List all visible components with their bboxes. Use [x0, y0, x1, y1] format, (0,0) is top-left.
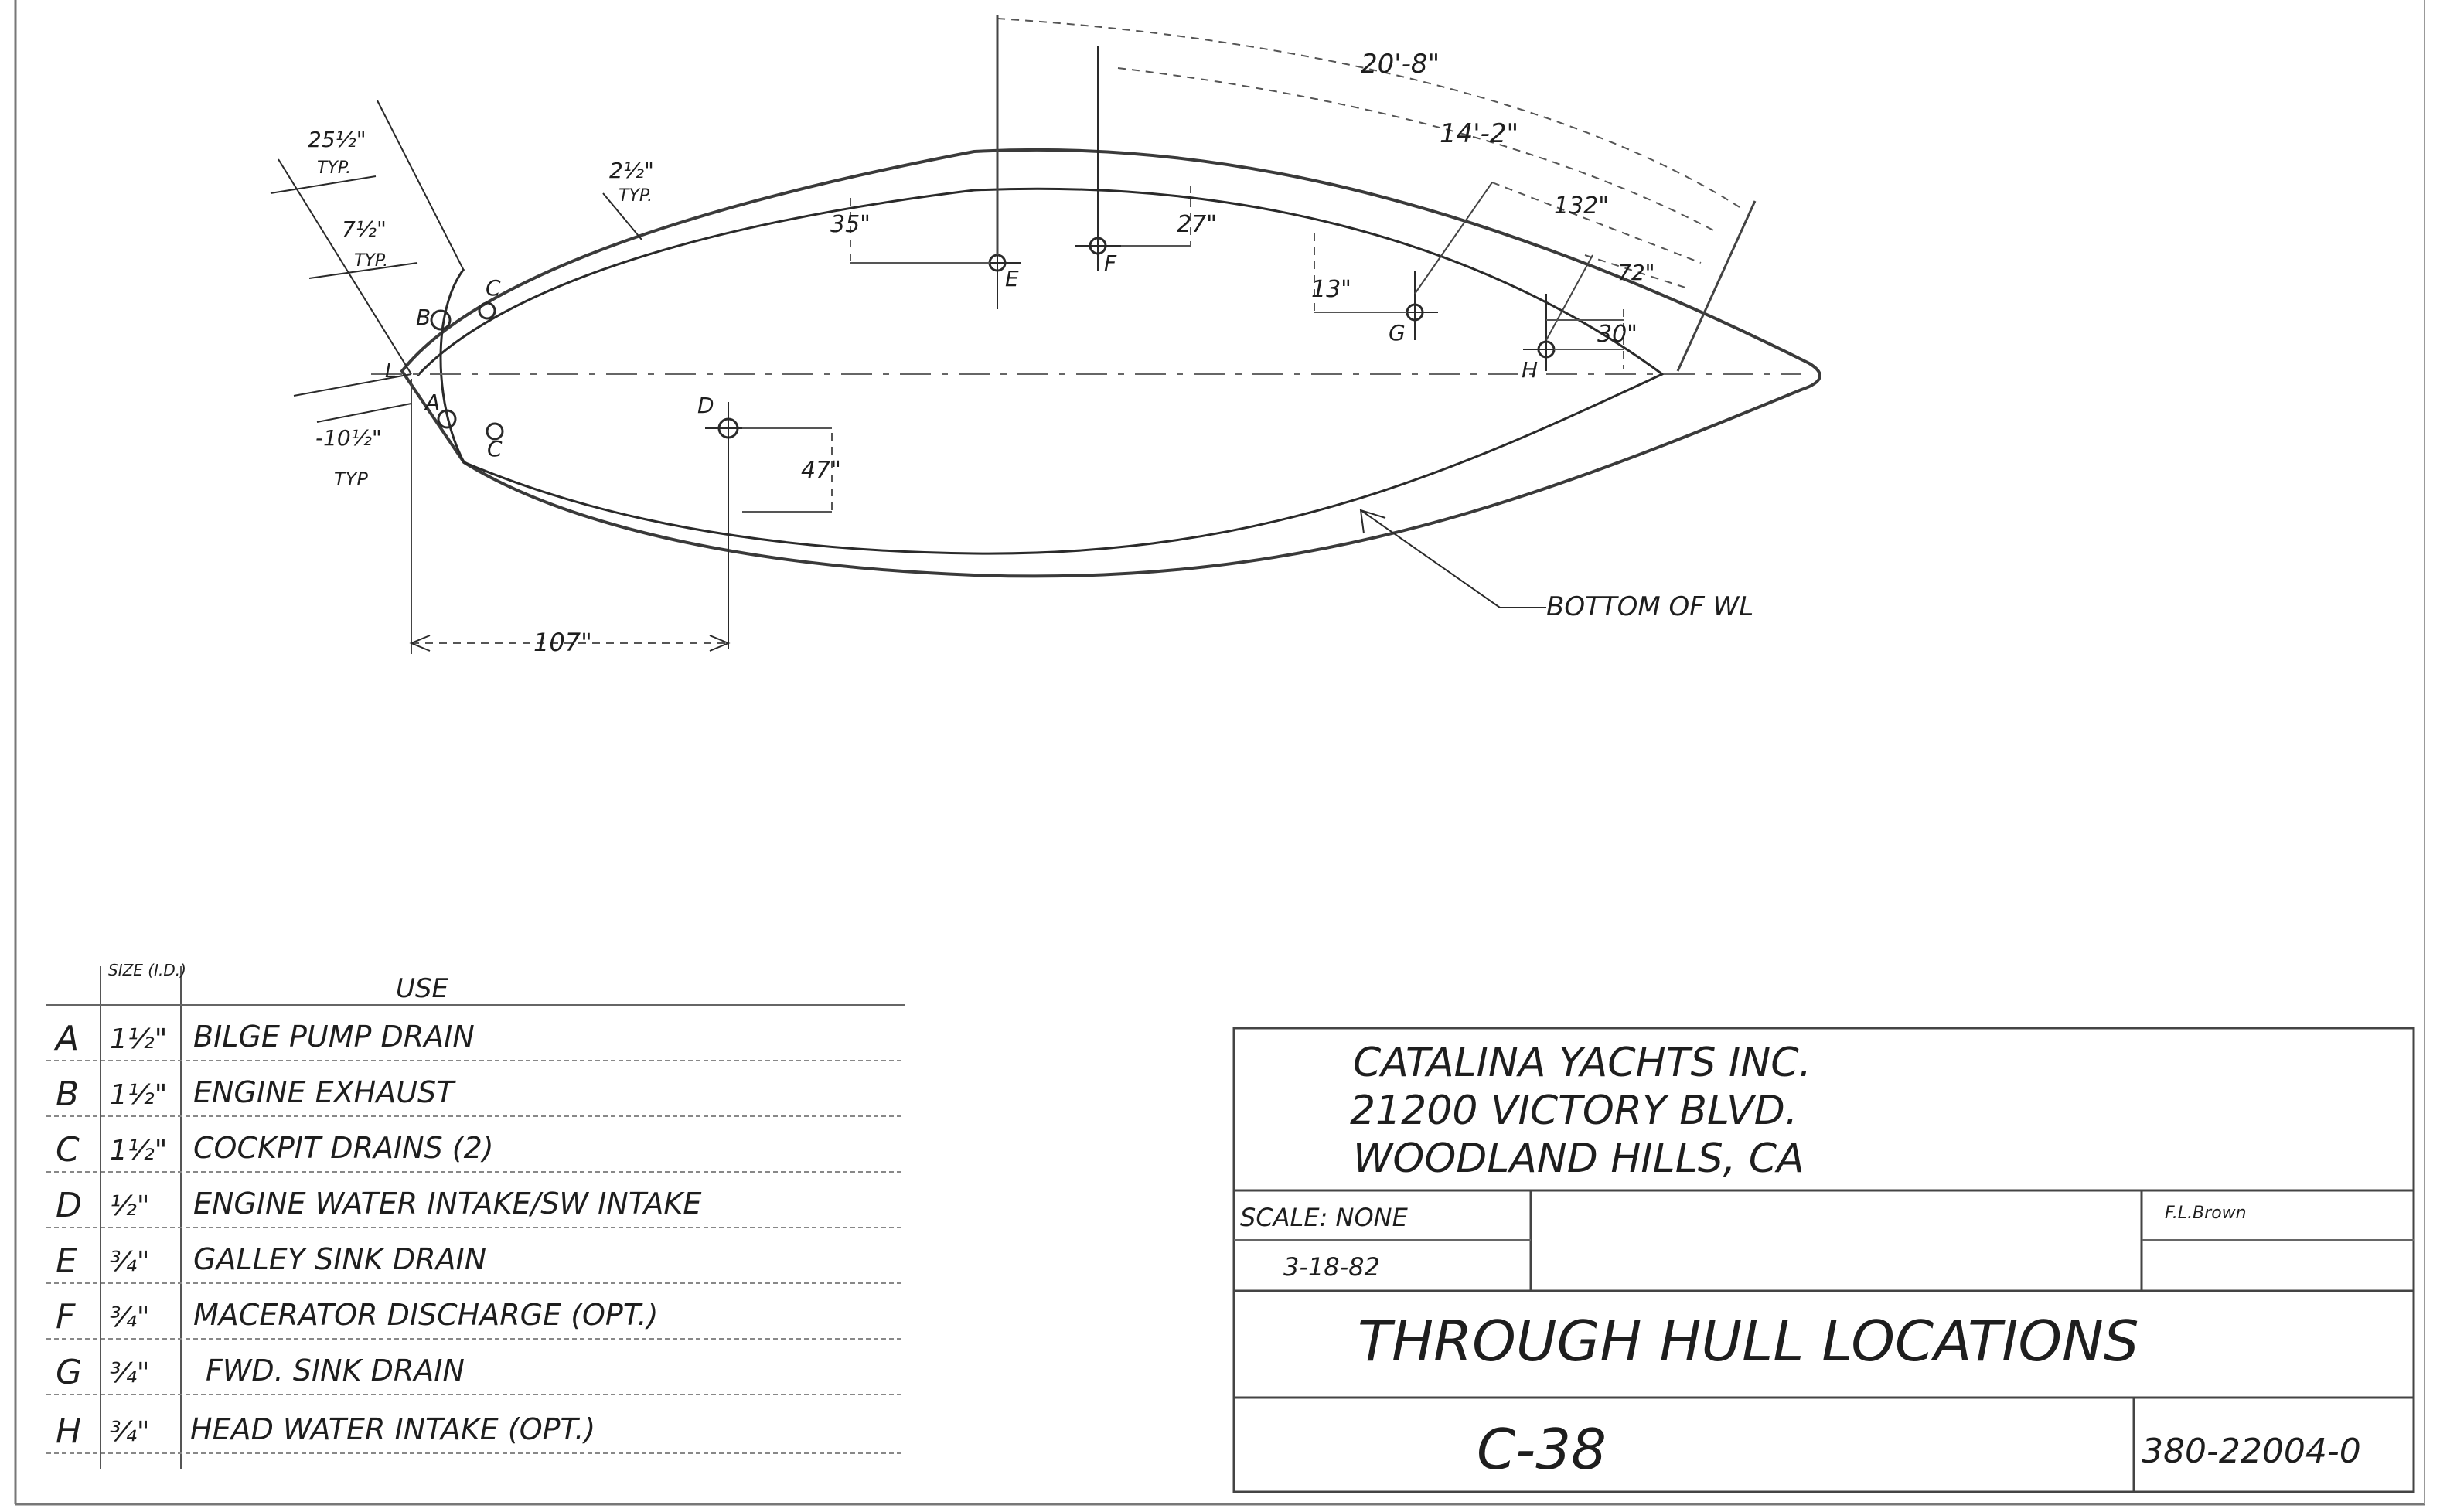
label-c-upper: C	[486, 275, 501, 301]
through-hull-c-lower	[486, 422, 504, 441]
legend-use-f: MACERATOR DISCHARGE (OPT.)	[193, 1298, 658, 1332]
dim-aft: 14'-2"	[1440, 118, 1518, 149]
dim-132: 132"	[1554, 192, 1609, 220]
legend-size-h: ¾"	[110, 1416, 149, 1448]
drawn-by: F.L.Brown	[2165, 1204, 2247, 1223]
company-name: CATALINA YACHTS INC.	[1353, 1040, 1811, 1086]
label-e: E	[1005, 266, 1019, 291]
dim-107: 107"	[533, 628, 592, 657]
callout-bottom-of-wl: BOTTOM OF WL	[1546, 591, 1753, 622]
legend-size-f: ¾"	[110, 1302, 149, 1333]
legend-id-d: D	[56, 1186, 82, 1225]
label-g: G	[1389, 320, 1406, 346]
company-address: 21200 VICTORY BLVD.	[1350, 1088, 1798, 1134]
legend-id-e: E	[56, 1241, 77, 1281]
dim-30: 30"	[1597, 321, 1637, 348]
legend-use-b: ENGINE EXHAUST	[193, 1075, 456, 1109]
legend-id-c: C	[56, 1130, 80, 1170]
dim-25half: 25½"	[308, 127, 366, 152]
dimension-line-72	[1584, 254, 1686, 288]
dimension-107	[409, 379, 731, 654]
dimension-arc-overall	[997, 18, 1740, 208]
dim-7half-typ: TYP.	[354, 251, 388, 271]
drawing-title: THROUGH HULL LOCATIONS	[1358, 1309, 2139, 1374]
dim-72: 72"	[1617, 260, 1655, 285]
hull-drawing: B C A C D E F G H L	[270, 15, 1821, 657]
legend-id-h: H	[56, 1412, 81, 1451]
drawing-number: 380-22004-0	[2142, 1432, 2361, 1471]
model-name: C-38	[1477, 1417, 1607, 1482]
legend-use-h: HEAD WATER INTAKE (OPT.)	[190, 1412, 595, 1446]
legend-use-e: GALLEY SINK DRAIN	[193, 1242, 486, 1276]
legend-id-f: F	[56, 1297, 76, 1337]
legend-size-c: 1½"	[110, 1135, 167, 1166]
dim-7half: 7½"	[342, 216, 387, 242]
dimension-line-132	[1491, 182, 1702, 264]
dim-27: 27"	[1177, 211, 1217, 238]
dim-overall: 20'-8"	[1361, 49, 1440, 80]
dim-13: 13"	[1311, 276, 1351, 303]
hull-outline	[400, 148, 1821, 578]
dim-2half: 2½"	[609, 158, 654, 183]
extension-line-arc	[1676, 200, 1757, 372]
through-hull-b	[430, 309, 452, 331]
dim-25half-typ: TYP.	[317, 158, 351, 178]
through-hull-c-upper	[478, 301, 496, 320]
legend-use-g: FWD. SINK DRAIN	[206, 1354, 465, 1388]
legend-table: SIZE (I.D.) USE A 1½" BILGE PUMP DRAIN B…	[46, 961, 905, 1469]
dim-47: 47"	[801, 457, 841, 484]
through-hull-a	[437, 409, 457, 429]
legend-use-d: ENGINE WATER INTAKE/SW INTAKE	[193, 1187, 701, 1221]
scale-label: SCALE: NONE	[1240, 1203, 1409, 1232]
callout-leader	[1360, 509, 1546, 608]
legend-header-size: SIZE (I.D.)	[108, 961, 186, 979]
drawing-date: 3-18-82	[1283, 1252, 1380, 1282]
label-c-lower: C	[487, 436, 503, 461]
title-block: CATALINA YACHTS INC. 21200 VICTORY BLVD.…	[1232, 1027, 2415, 1493]
legend-use-a: BILGE PUMP DRAIN	[193, 1020, 475, 1054]
dim-2half-typ: TYP.	[619, 186, 653, 206]
legend-use-c: COCKPIT DRAINS (2)	[193, 1131, 494, 1165]
dimension-arc-aft	[1117, 67, 1717, 233]
dim-10half-typ: TYP	[334, 468, 368, 490]
label-d: D	[697, 393, 714, 418]
label-f: F	[1104, 250, 1117, 276]
legend-size-b: 1½"	[110, 1079, 167, 1111]
legend-size-e: ¾"	[110, 1246, 149, 1278]
legend-id-b: B	[56, 1074, 79, 1114]
sheet-border	[14, 0, 2425, 1506]
dim-35: 35"	[830, 211, 871, 238]
legend-size-d: ½"	[110, 1190, 149, 1222]
transom-curve	[439, 268, 465, 463]
legend-size-g: ¾"	[110, 1357, 149, 1389]
label-a: A	[424, 390, 440, 415]
waterline-outline	[416, 187, 1665, 555]
legend-header-use: USE	[396, 973, 448, 1004]
legend-id-a: A	[53, 1019, 79, 1058]
dim-10half: -10½"	[315, 425, 382, 451]
label-b: B	[416, 305, 431, 330]
legend-id-g: G	[56, 1353, 82, 1392]
legend-size-a: 1½"	[110, 1023, 167, 1055]
company-city: WOODLAND HILLS, CA	[1353, 1136, 1804, 1182]
label-h: H	[1522, 357, 1538, 383]
